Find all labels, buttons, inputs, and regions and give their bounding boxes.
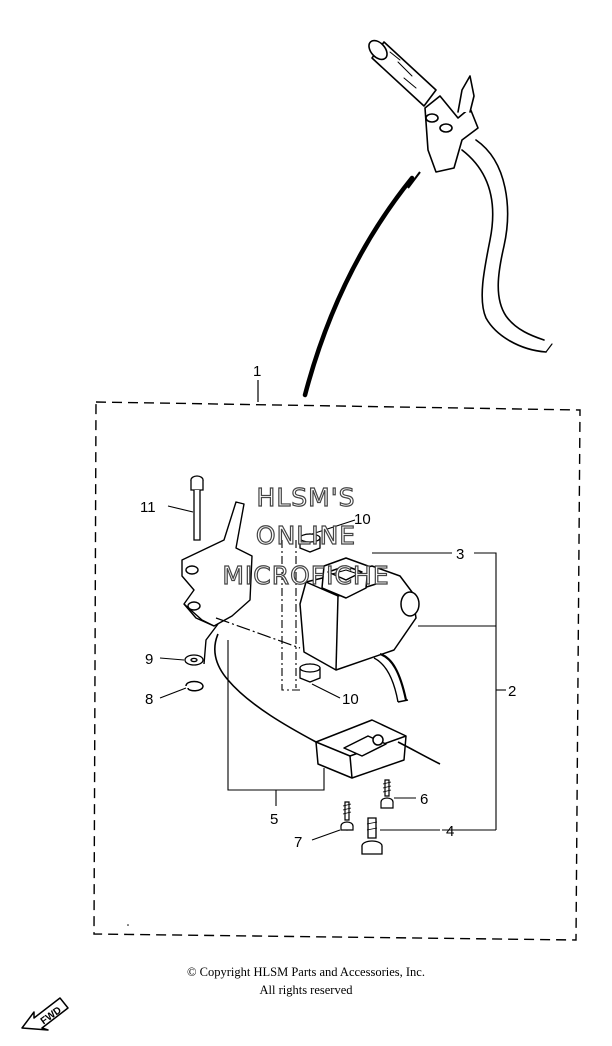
callout-1: 1 (253, 363, 261, 402)
nut-10-upper (299, 533, 321, 553)
screw-7 (340, 801, 354, 831)
assembly-boundary (93, 401, 581, 941)
screw-6 (380, 779, 394, 809)
watermark-line-1: HLSM'S (257, 483, 356, 512)
callout-label-10-upper: 10 (354, 511, 371, 528)
callout-label-8: 8 (145, 691, 153, 708)
nut-10-lower (299, 663, 321, 683)
lock-washer-8 (185, 680, 204, 692)
callout-label-7: 7 (294, 834, 302, 851)
mount-bracket (181, 501, 253, 665)
fwd-arrow-icon: FWD (20, 990, 72, 1037)
handlebar (368, 39, 553, 353)
callout-label-6: 6 (420, 791, 428, 808)
switch-body (299, 557, 420, 703)
bracket-wire (215, 617, 301, 649)
callout-label-2: 2 (508, 683, 516, 700)
callout-label-10-lower: 10 (342, 691, 359, 708)
callout-label-1: 1 (253, 363, 261, 380)
bolt-11 (190, 475, 204, 541)
callout-label-5: 5 (270, 811, 278, 828)
callout-label-4: 4 (446, 823, 454, 840)
callout-label-3: 3 (456, 546, 464, 563)
callout-label-9: 9 (145, 651, 153, 668)
lower-switch (214, 633, 441, 779)
throttle-cable (302, 171, 421, 398)
copyright-line-2: All rights reserved (259, 983, 353, 997)
callout-leaders (159, 505, 506, 841)
copyright-line-1: © Copyright HLSM Parts and Accessories, … (187, 965, 425, 979)
callout-label-11: 11 (140, 499, 156, 516)
watermark-line-2: ONLINE (256, 521, 356, 550)
bolt-4 (361, 817, 383, 855)
speck (127, 924, 129, 926)
watermark: HLSM'S ONLINE MICROFICHE (222, 482, 389, 590)
watermark-line-3: MICROFICHE (222, 561, 389, 590)
washer-9 (184, 654, 204, 666)
